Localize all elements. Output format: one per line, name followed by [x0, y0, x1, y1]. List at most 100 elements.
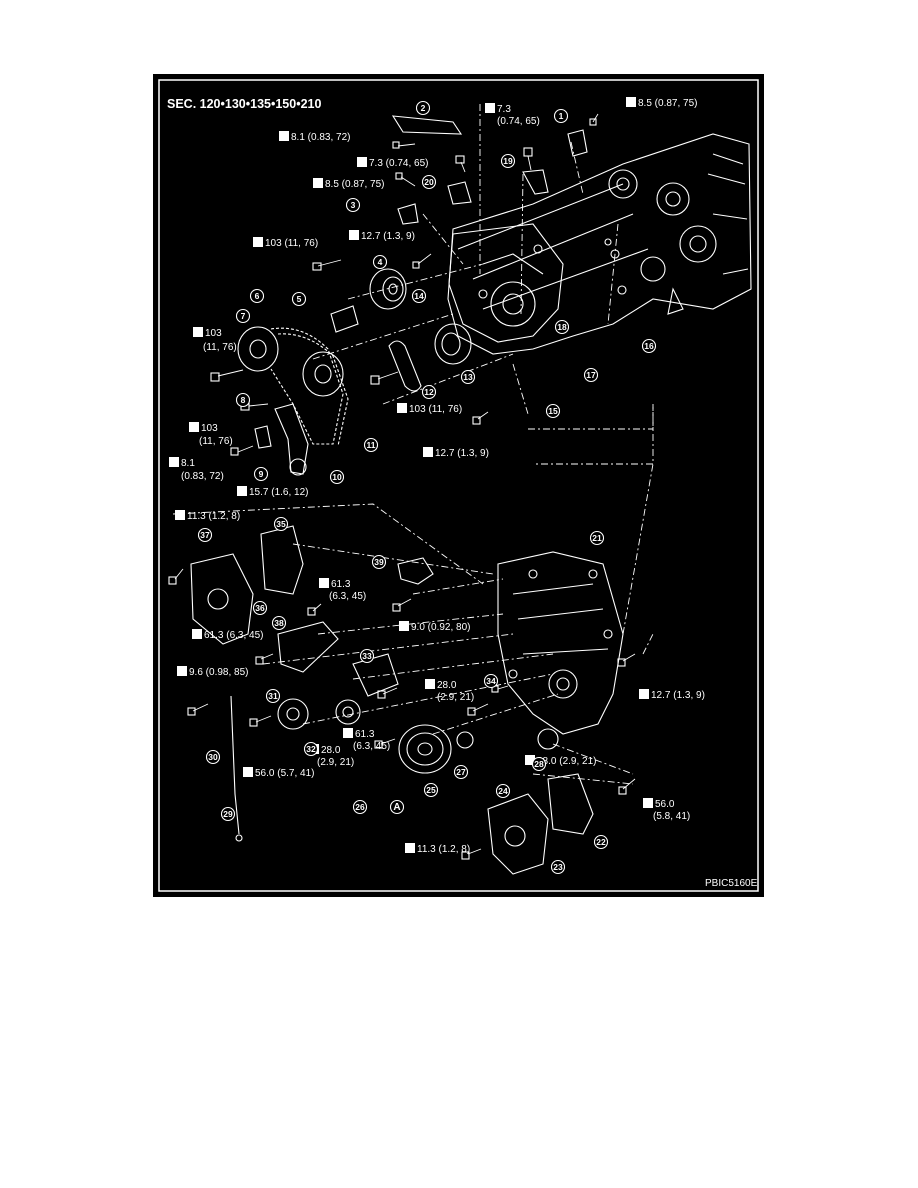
svg-text:5: 5 [297, 294, 302, 304]
svg-text:24: 24 [498, 786, 508, 796]
svg-text:25: 25 [426, 785, 436, 795]
crankshaft-pulley-drawing [398, 724, 452, 774]
lower-bolts-drawing [168, 568, 636, 860]
torque-wrench-icon [189, 422, 199, 432]
svg-text:11: 11 [367, 440, 376, 450]
svg-text:37: 37 [200, 530, 210, 540]
cylinder-head-drawing [447, 133, 752, 355]
torque-label: (6.3, 45) [329, 591, 366, 602]
callout-7: 7 [235, 308, 251, 324]
torque-label: 12.7 (1.3, 9) [435, 448, 489, 459]
svg-text:9: 9 [259, 469, 264, 479]
svg-text:36: 36 [255, 603, 265, 613]
callout-38: 38 [271, 615, 287, 631]
svg-text:17: 17 [586, 370, 596, 380]
diagram-frame [158, 79, 759, 892]
torque-wrench-icon [279, 131, 289, 141]
callout-13: 13 [460, 369, 476, 385]
torque-label: (11, 76) [199, 436, 233, 447]
bracket-33-drawing [352, 653, 399, 697]
svg-text:7: 7 [241, 311, 246, 321]
bracket-20-drawing [447, 181, 472, 205]
torque-label: (2.9, 21) [317, 757, 354, 768]
svg-text:14: 14 [414, 291, 424, 301]
torque-wrench-icon [405, 843, 415, 853]
torque-label: 9.6 (0.98, 85) [189, 667, 248, 678]
callout-15: 15 [545, 403, 561, 419]
callout-21: 21 [589, 530, 605, 546]
torque-wrench-icon [525, 755, 535, 765]
camshaft-sprocket-4-drawing [369, 268, 407, 310]
callout-2: 2 [415, 100, 431, 116]
torque-label: 8.1 [181, 458, 195, 469]
torque-label: 28.0 [437, 680, 457, 691]
svg-text:35: 35 [276, 519, 286, 529]
torque-label: 56.0 (5.7, 41) [255, 768, 314, 779]
torque-wrench-icon [643, 798, 653, 808]
o-ring-16-drawing [617, 285, 627, 295]
torque-wrench-icon [399, 621, 409, 631]
callout-25: 25 [423, 782, 439, 798]
torque-wrench-icon [313, 178, 323, 188]
callout-39: 39 [371, 554, 387, 570]
callout-1: 1 [553, 108, 569, 124]
torque-label: 7.3 [497, 104, 511, 115]
torque-label: 12.7 (1.3, 9) [651, 690, 705, 701]
o-ring-18-drawing [604, 238, 612, 246]
torque-label: 61.3 [355, 729, 375, 740]
callout-23: 23 [550, 859, 566, 875]
upper-leader-lines [312, 104, 654, 465]
callout-9: 9 [253, 466, 269, 482]
lower-leader-lines [172, 463, 654, 785]
camshaft-sprocket-13-drawing [434, 323, 472, 365]
callout-37: 37 [197, 527, 213, 543]
torque-wrench-icon [349, 230, 359, 240]
left-cover-37-drawing [190, 525, 304, 645]
svg-text:23: 23 [553, 862, 563, 872]
torque-icons [169, 97, 653, 853]
torque-wrench-icon [639, 689, 649, 699]
svg-text:10: 10 [332, 472, 342, 482]
callout-36: 36 [252, 600, 268, 616]
svg-text:4: 4 [378, 257, 383, 267]
pulley-31-drawing [277, 698, 309, 730]
torque-label: (5.8, 41) [653, 811, 690, 822]
torque-label: (11, 76) [203, 342, 237, 353]
callout-3: 3 [345, 197, 361, 213]
svg-text:32: 32 [306, 744, 316, 754]
torque-label: 11.3 (1.2, 8) [187, 511, 240, 522]
gasket-5-drawing [330, 305, 359, 333]
callout-32: 32 [303, 741, 319, 757]
image-code: PBIC5160E [705, 878, 758, 889]
svg-text:2: 2 [421, 103, 426, 113]
pulley-32-drawing [335, 699, 361, 725]
svg-text:33: 33 [362, 651, 372, 661]
callout-19: 19 [500, 153, 516, 169]
callout-11: 11 [363, 437, 379, 453]
svg-text:27: 27 [456, 767, 466, 777]
callout-16: 16 [641, 338, 657, 354]
callout-10: 10 [329, 469, 345, 485]
callout-12: 12 [421, 384, 437, 400]
svg-text:28: 28 [534, 759, 544, 769]
callout-27: 27 [453, 764, 469, 780]
torque-label: 28.0 (2.9, 21) [537, 756, 596, 767]
svg-text:1: 1 [559, 111, 564, 121]
svg-text:21: 21 [592, 533, 602, 543]
callout-28: 28 [531, 756, 547, 772]
torque-label: 103 [201, 423, 218, 434]
bracket-3-drawing [397, 203, 419, 225]
callouts: 1 2 3 4 5 6 7 8 9 10 11 12 13 14 15 16 1… [197, 100, 657, 875]
dipstick-29-drawing [235, 834, 243, 842]
upper-front-cover-drawing [448, 223, 564, 343]
oil-pump-23-drawing [487, 773, 594, 875]
gasket-2-drawing [391, 115, 463, 135]
torque-label: (2.9, 21) [437, 692, 474, 703]
torque-label: 7.3 (0.74, 65) [369, 158, 428, 169]
torque-wrench-icon [343, 728, 353, 738]
svg-text:30: 30 [208, 752, 218, 762]
torque-wrench-icon [253, 237, 263, 247]
torque-label: 103 [205, 328, 222, 339]
torque-wrench-icon [192, 629, 202, 639]
torque-wrench-icon [175, 510, 185, 520]
